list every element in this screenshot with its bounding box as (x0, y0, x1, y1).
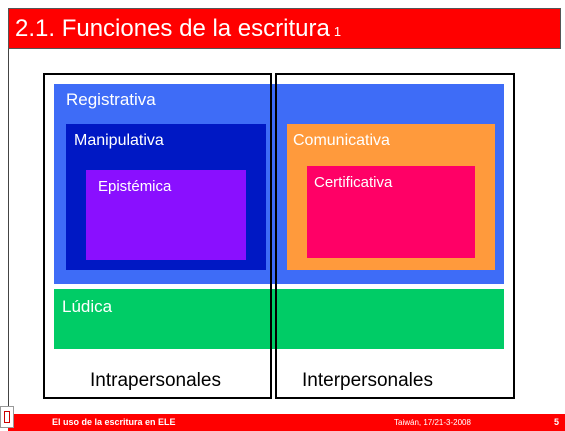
slide-frame (8, 8, 565, 431)
footer-title: El uso de la escritura en ELE (52, 417, 176, 427)
manipulativa-label: Manipulativa (74, 132, 164, 149)
epistemica-label: Epistémica (98, 178, 172, 195)
epistemica-block (86, 170, 246, 260)
footer-bar: El uso de la escritura en ELE Taiwán, 17… (8, 414, 565, 431)
intrapersonales-label: Intrapersonales (90, 370, 221, 391)
intrapersonales-column (43, 73, 272, 399)
certificativa-block (307, 166, 475, 258)
interpersonales-label: Interpersonales (302, 370, 433, 391)
certificativa-label: Certificativa (314, 174, 393, 191)
ludica-label: Lúdica (62, 297, 113, 316)
title-main: 2.1. Funciones de la escritura (15, 15, 330, 42)
page-number: 5 (553, 417, 559, 427)
ludica-block (54, 289, 504, 349)
interpersonales-column (275, 73, 515, 399)
title-number: 1 (333, 24, 342, 39)
footer-date: Taiwán, 17/21-3-2008 (394, 418, 471, 427)
registrativa-label: Registrativa (66, 90, 156, 109)
logo-icon (0, 406, 14, 428)
comunicativa-label: Comunicativa (293, 132, 390, 149)
